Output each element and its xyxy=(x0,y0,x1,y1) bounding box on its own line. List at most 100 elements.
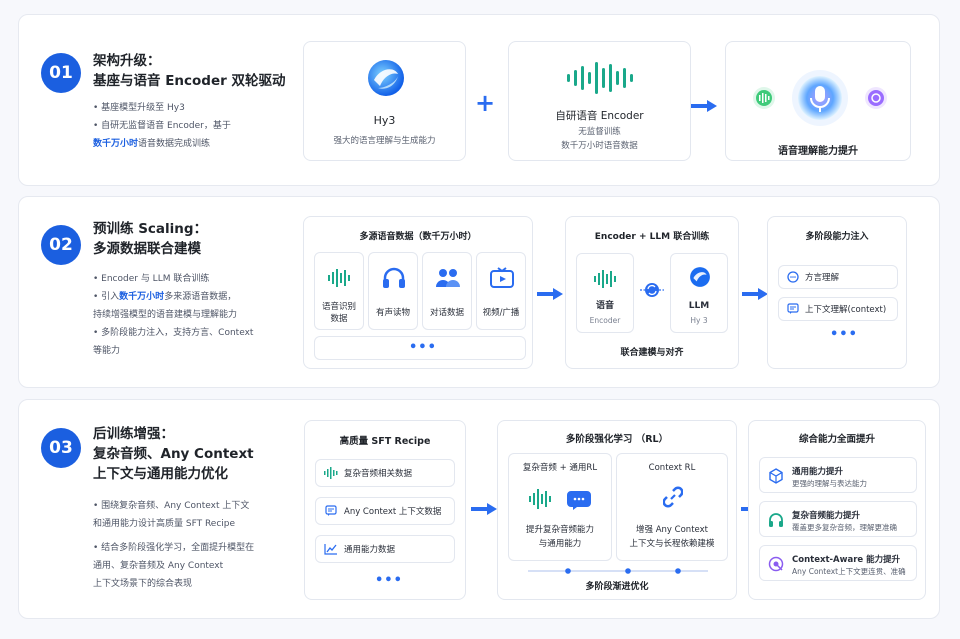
card-title: 高质量 SFT Recipe xyxy=(339,436,431,447)
arrow-right-icon xyxy=(691,99,717,113)
highlight-text: 数千万小时 xyxy=(119,292,165,302)
pill-label: 通用能力数据 xyxy=(344,545,396,555)
card-title: 综合能力全面提升 xyxy=(798,434,875,445)
arrow-right-icon xyxy=(471,502,497,516)
bullet: • 基座模型升级至 Hy3 xyxy=(93,103,185,113)
step-number-badge: 03 xyxy=(41,428,81,468)
tv-icon xyxy=(490,267,514,288)
data-tile-asr: 语音识别数据 xyxy=(314,252,364,330)
sound-wave-icon xyxy=(594,270,616,288)
bullet: • 结合多阶段强化学习，全面提升模型在 xyxy=(93,543,255,553)
hy3-logo-icon xyxy=(690,267,710,287)
section-title: 架构升级： 基座与语音 Encoder 双轮驱动 xyxy=(93,51,286,91)
audio-chat-icon xyxy=(529,489,591,510)
bullet: • 多阶段能力注入，支持方言、Context xyxy=(93,328,254,338)
sound-wave-icon xyxy=(324,467,338,479)
bullet-list: • Encoder 与 LLM 联合训练 • 引入数千万小时多来源语音数据， 持… xyxy=(93,270,298,360)
document-icon xyxy=(325,505,337,516)
arrow-right-icon xyxy=(742,287,768,301)
capability-context: 上下文理解(context) xyxy=(778,297,898,321)
card-subtitle: 无监督训练 xyxy=(578,127,621,137)
improvement-desc: 覆盖更多复杂音频，理解更准确 xyxy=(792,523,897,532)
bullet: • 引入数千万小时多来源语音数据， xyxy=(93,288,298,306)
improvement-context-aware: Context-Aware 能力提升 Any Context上下文更连贯、准确 xyxy=(759,545,917,581)
improvement-title: 复杂音频能力提升 xyxy=(792,511,861,521)
tile-label: 视频/广播 xyxy=(482,308,520,318)
title-line: 基座与语音 Encoder 双轮驱动 xyxy=(93,73,286,89)
arrow-right-icon xyxy=(537,287,563,301)
document-icon xyxy=(787,303,799,314)
tile-sublabel: Encoder xyxy=(589,316,621,325)
tile-desc: 提升复杂音频能力 xyxy=(525,525,594,535)
card-title: Encoder + LLM 联合训练 xyxy=(594,232,710,242)
pill-label: 方言理解 xyxy=(805,273,840,283)
bullet: • Encoder 与 LLM 联合训练 xyxy=(93,274,210,284)
improvement-audio: 复杂音频能力提升 覆盖更多复杂音频，理解更准确 xyxy=(759,501,917,537)
multi-source-data-card: 多源语音数据（数千万小时） 语音识别数据 有声读物 对话数据 视频/广播 ••• xyxy=(303,216,533,369)
tile-label: LLM xyxy=(688,301,710,311)
bullet: 持续增强模型的语音建模与理解能力 xyxy=(93,310,238,320)
sft-item-context: Any Context 上下文数据 xyxy=(315,497,455,525)
speech-understanding-card: 语音理解能力提升 xyxy=(725,41,911,161)
llm-tile: LLM Hy 3 xyxy=(670,253,728,333)
voice-assistant-icon xyxy=(753,70,887,126)
tile-label: 对话数据 xyxy=(429,308,464,318)
bullet-list: • 围绕复杂音频、Any Context 上下文 和通用能力设计高质量 SFT … xyxy=(93,497,298,593)
highlight-text: 数千万小时 xyxy=(93,139,139,149)
tile-label: 语音识别数据 xyxy=(321,302,356,324)
link-icon xyxy=(663,486,683,508)
card-title: 语音理解能力提升 xyxy=(778,146,858,157)
headphones-icon xyxy=(383,267,405,288)
hy3-logo-icon xyxy=(368,60,404,96)
title-line: 复杂音频、Any Context xyxy=(93,446,254,462)
more-dots: ••• xyxy=(830,327,858,342)
encoder-tile: 语音 Encoder xyxy=(576,253,634,333)
headphones-icon xyxy=(769,513,783,527)
tile-desc: 与通用能力 xyxy=(538,539,582,549)
card-subtitle: 强大的语言理解与生成能力 xyxy=(333,136,436,146)
cube-icon xyxy=(769,468,783,484)
data-tile-video: 视频/广播 xyxy=(476,252,526,330)
bullet-list: • 基座模型升级至 Hy3 • 自研无监督语音 Encoder，基于 数千万小时… xyxy=(93,99,298,153)
card-title: 多源语音数据（数千万小时） xyxy=(359,232,477,242)
tile-label: 有声读物 xyxy=(375,308,410,318)
section-posttraining: 03 后训练增强： 复杂音频、Any Context 上下文与通用能力优化 • … xyxy=(18,399,940,619)
tile-desc: 上下文与长程依赖建模 xyxy=(629,539,715,549)
bullet-text: • 引入 xyxy=(93,292,120,302)
bullet: 和通用能力设计高质量 SFT Recipe xyxy=(93,519,236,529)
card-caption: 联合建模与对齐 xyxy=(620,348,684,358)
context-aware-icon xyxy=(768,556,784,572)
pill-label: 上下文理解(context) xyxy=(805,305,887,315)
section-pretraining: 02 预训练 Scaling： 多源数据联合建模 • Encoder 与 LLM… xyxy=(18,196,940,388)
tile-sublabel: Hy 3 xyxy=(690,316,708,325)
step-number-badge: 02 xyxy=(41,225,81,265)
joint-training-card: Encoder + LLM 联合训练 语音 Encoder LLM Hy 3 联… xyxy=(565,216,739,369)
improvement-general: 通用能力提升 更强的理解与表达能力 xyxy=(759,457,917,493)
sft-recipe-card: 高质量 SFT Recipe 复杂音频相关数据 Any Context 上下文数… xyxy=(304,420,466,600)
bullet: • 围绕复杂音频、Any Context 上下文 xyxy=(93,501,250,511)
sound-wave-icon xyxy=(567,62,633,94)
line-chart-icon xyxy=(324,544,337,555)
title-line: 后训练增强： xyxy=(93,426,174,442)
card-title: 多阶段能力注入 xyxy=(805,232,869,242)
bullet: 上下文场景下的综合表现 xyxy=(93,579,193,589)
tile-label: 语音 xyxy=(595,301,614,311)
data-tile-dialogue: 对话数据 xyxy=(422,252,472,330)
title-line: 多源数据联合建模 xyxy=(93,241,201,257)
bullet: 等能力 xyxy=(93,346,121,356)
improvement-title: 通用能力提升 xyxy=(792,467,844,477)
sft-item-audio: 复杂音频相关数据 xyxy=(315,459,455,487)
sound-wave-icon xyxy=(328,269,350,287)
title-line: 预训练 Scaling： xyxy=(93,221,208,237)
card-title: 多阶段强化学习 （RL） xyxy=(565,434,669,445)
people-icon xyxy=(436,269,460,287)
progress-timeline xyxy=(528,568,708,574)
section-architecture: 01 架构升级： 基座与语音 Encoder 双轮驱动 • 基座模型升级至 Hy… xyxy=(18,14,940,186)
tile-desc: 增强 Any Context xyxy=(636,525,708,535)
card-title: Hy3 xyxy=(373,114,396,127)
chat-bubble-icon xyxy=(787,271,799,283)
capability-injection-card: 多阶段能力注入 方言理解 上下文理解(context) ••• xyxy=(767,216,907,369)
bullet: 通用、复杂音频及 Any Context xyxy=(93,561,224,571)
sft-item-general: 通用能力数据 xyxy=(315,535,455,563)
